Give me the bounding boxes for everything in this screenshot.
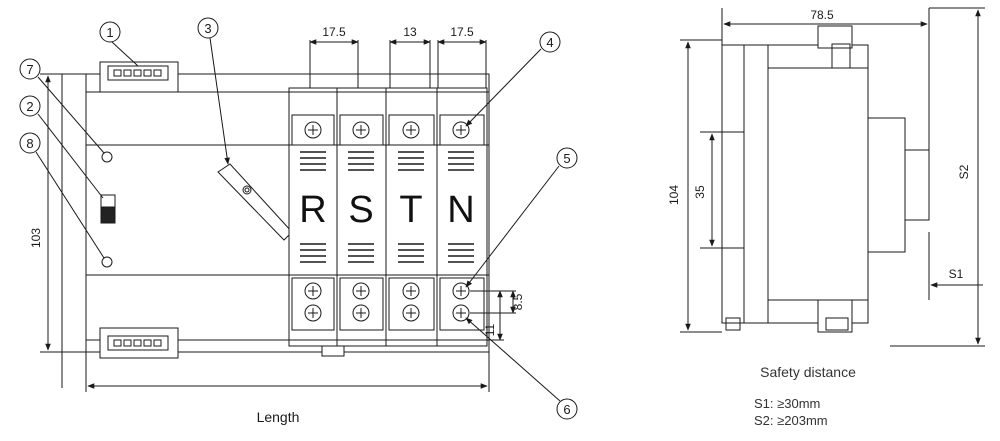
handle-protrusion — [867, 117, 906, 253]
svg-text:4: 4 — [546, 35, 553, 50]
dim-depth: 78.5 — [810, 8, 834, 22]
pole-t: T — [385, 87, 438, 347]
dim-s2: S2 — [957, 164, 971, 179]
pole-s: S — [336, 87, 387, 347]
front-view: R S — [19, 17, 578, 425]
safety-title: Safety distance — [760, 364, 856, 380]
dim-width-1: 17.5 — [322, 25, 346, 39]
dim-s1: S1 — [949, 267, 964, 281]
svg-text:8: 8 — [26, 136, 33, 151]
safety-s1: S1: ≥30mm — [754, 396, 820, 411]
svg-text:1: 1 — [106, 25, 113, 40]
callout-5: 5 — [465, 147, 578, 288]
dim-height-104: 104 — [667, 185, 681, 205]
callout-7: 7 — [19, 58, 105, 154]
pole-r: R — [288, 87, 338, 347]
length-dimension: Length — [85, 352, 490, 425]
front-body-outline — [85, 73, 490, 353]
length-label: Length — [257, 409, 300, 425]
pole-modules: R S — [288, 87, 488, 357]
dim-11: 11 — [483, 323, 497, 336]
pole-label-s: S — [348, 189, 373, 231]
height-dimension: 103 — [29, 73, 86, 388]
side-view: 78.5 104 35 S2 S1 Safety distance S1: ≥3… — [667, 7, 985, 428]
dim-width-2: 13 — [403, 25, 417, 39]
callouts: 1 7 2 8 3 — [19, 17, 578, 420]
callout-1: 1 — [99, 21, 139, 67]
din-clip — [321, 345, 345, 357]
pole-label-r: R — [299, 189, 326, 231]
top-dimensions: 17.5 13 17.5 — [309, 25, 487, 88]
pole-n: N — [436, 87, 488, 347]
svg-text:3: 3 — [204, 21, 211, 36]
svg-text:7: 7 — [26, 62, 33, 77]
dim-8-5: 8.5 — [511, 293, 525, 310]
callout-8: 8 — [19, 132, 105, 259]
dim-height-103: 103 — [29, 228, 43, 248]
svg-text:6: 6 — [563, 402, 570, 417]
callout-4: 4 — [465, 31, 561, 127]
pole-label-t: T — [399, 189, 422, 231]
terminal-dimensions: 8.5 11 — [470, 290, 525, 341]
svg-text:5: 5 — [563, 151, 570, 166]
dim-rail-35: 35 — [693, 185, 707, 199]
callout-3: 3 — [197, 17, 230, 165]
callout-2: 2 — [19, 95, 104, 199]
top-connector — [99, 61, 179, 93]
indicator-light-bottom — [101, 256, 113, 268]
operating-handle — [217, 163, 293, 241]
indicator-light-top — [101, 151, 113, 163]
dim-width-3: 17.5 — [450, 25, 474, 39]
callout-6: 6 — [465, 317, 578, 420]
bottom-connector — [99, 327, 179, 359]
safety-s2: S2: ≥203mm — [754, 413, 828, 428]
pole-label-n: N — [447, 189, 474, 231]
svg-text:2: 2 — [26, 99, 33, 114]
